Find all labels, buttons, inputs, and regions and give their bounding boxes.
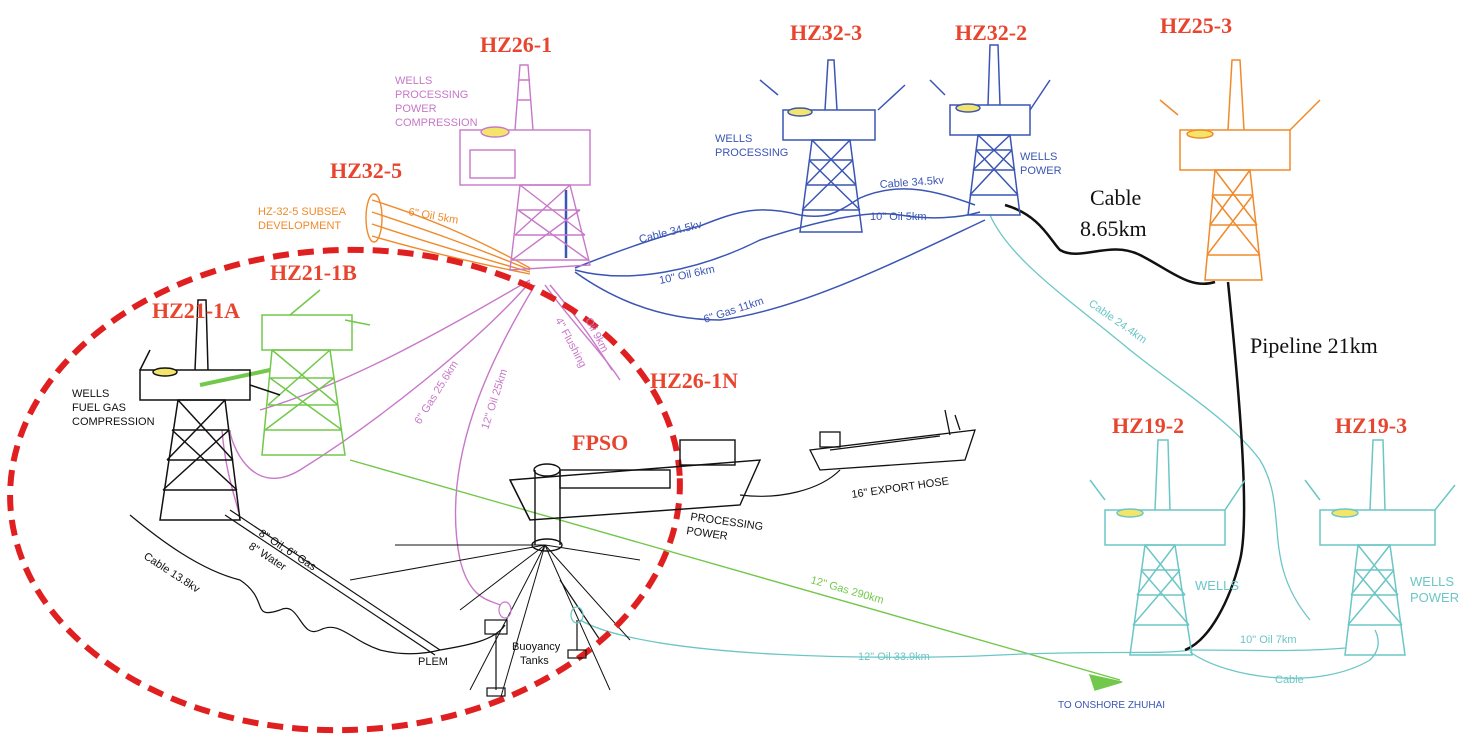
title-hz32-3: HZ32-3 xyxy=(790,20,862,45)
title-hz32-2: HZ32-2 xyxy=(955,20,1027,45)
note-hz32-5-line2: DEVELOPMENT xyxy=(258,220,341,232)
note-hz26-1-line3: POWER xyxy=(395,103,437,115)
note-hz19-3-line2: POWER xyxy=(1410,590,1458,605)
note-hz21-1a-line2: FUEL GAS xyxy=(72,402,126,414)
label-cable-13-8kv: Cable 13.8kv xyxy=(141,550,202,595)
hz25-3-platform xyxy=(1160,60,1320,280)
label-onshore: TO ONSHORE ZHUHAI xyxy=(1058,700,1165,711)
hz21-1b-platform xyxy=(262,290,370,455)
title-hz21-1b: HZ21-1B xyxy=(270,260,357,285)
blue-pipelines xyxy=(566,189,985,320)
note-hz26-1-line1: WELLS xyxy=(395,75,432,87)
cyan-pipelines xyxy=(580,215,1378,678)
hz32-2-platform xyxy=(930,45,1050,215)
label-export-hose: 16" EXPORT HOSE xyxy=(851,475,950,501)
label-oil-12-33-9km: 12" Oil 33.9km xyxy=(858,651,930,663)
label-cable-8-65-line2: 8.65km xyxy=(1080,216,1147,241)
highlight-ellipse xyxy=(2,238,688,739)
title-hz32-5: HZ32-5 xyxy=(330,158,402,183)
note-hz26-1-line2: PROCESSING xyxy=(395,89,468,101)
label-oil-10-5km: 10" Oil 5km xyxy=(870,211,926,223)
title-hz19-2: HZ19-2 xyxy=(1112,413,1184,438)
note-fpso-line2: POWER xyxy=(686,525,729,543)
note-hz32-2-line2: POWER xyxy=(1020,165,1062,177)
label-plem: PLEM xyxy=(418,656,448,668)
label-gas-6-11km: 6" Gas 11km xyxy=(702,295,765,326)
note-hz32-5-line1: HZ-32-5 SUBSEA xyxy=(258,206,347,218)
note-hz19-3-line1: WELLS xyxy=(1410,574,1454,589)
label-buoyancy-line1: Buoyancy xyxy=(512,641,561,653)
label-oil-10-7km: 10" Oil 7km xyxy=(1240,634,1296,646)
green-gas-pipeline xyxy=(200,370,1122,690)
label-cable-34-5kv-a: Cable 34.5kv xyxy=(638,219,704,246)
label-gas-6-25-6km: 6" Gas 25.6km xyxy=(412,359,461,427)
hz21-1a-platform xyxy=(140,300,280,520)
hz19-2-platform xyxy=(1090,440,1245,655)
label-flushing-4: 4" Flushing xyxy=(552,316,588,370)
title-hz26-1n: HZ26-1N xyxy=(650,368,738,393)
hz19-3-platform xyxy=(1305,440,1455,655)
subsea-lines-hz21 xyxy=(130,510,600,655)
title-hz26-1: HZ26-1 xyxy=(480,32,552,57)
hz26-1-platform xyxy=(460,65,590,270)
note-hz19-2: WELLS xyxy=(1195,578,1239,593)
note-hz21-1a-line1: WELLS xyxy=(72,388,109,400)
title-hz21-1a: HZ21-1A xyxy=(152,298,240,323)
label-cable-8-65-line1: Cable xyxy=(1090,185,1141,210)
export-hose-line xyxy=(740,470,840,496)
note-hz26-1-line4: COMPRESSION xyxy=(395,117,478,129)
shuttle-tanker xyxy=(810,410,975,470)
note-hz32-2-line1: WELLS xyxy=(1020,151,1057,163)
title-hz19-3: HZ19-3 xyxy=(1335,413,1407,438)
label-buoyancy-line2: Tanks xyxy=(520,655,549,667)
label-cable-34-5kv-b: Cable 34.5kv xyxy=(879,175,944,191)
title-hz25-3: HZ25-3 xyxy=(1160,13,1232,38)
label-oil-6-5km: 6" Oil 5km xyxy=(407,206,459,227)
note-hz32-3-line2: PROCESSING xyxy=(715,147,788,159)
note-hz21-1a-line3: COMPRESSION xyxy=(72,416,155,428)
pipeline-labels: 6" Oil 5km Cable 34.5kv Cable 34.5kv 10"… xyxy=(141,175,1303,711)
hz32-3-platform xyxy=(760,60,905,232)
mooring-lines xyxy=(350,545,640,700)
label-oil-12-25km: 12" Oil 25km xyxy=(479,368,510,431)
title-fpso: FPSO xyxy=(572,430,628,455)
label-cable-bottom: Cable xyxy=(1275,674,1304,686)
note-hz32-3-line1: WELLS xyxy=(715,133,752,145)
label-pipeline-21km: Pipeline 21km xyxy=(1250,333,1378,358)
